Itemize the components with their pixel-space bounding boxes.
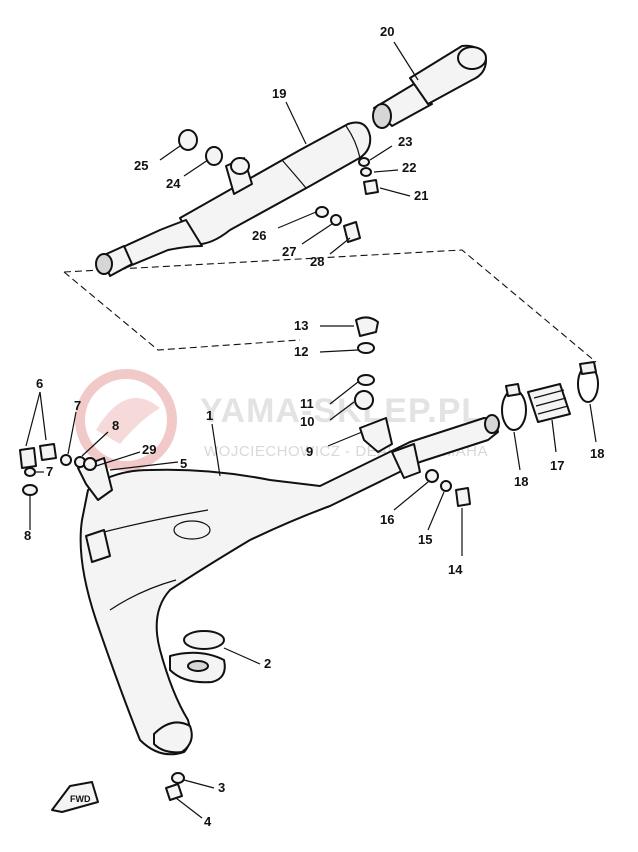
callout-11: 11 bbox=[300, 396, 314, 411]
callout-16: 16 bbox=[380, 512, 394, 527]
part-19-silencer bbox=[95, 121, 372, 277]
callout-8-lower: 8 bbox=[24, 528, 31, 543]
callout-8-upper: 8 bbox=[112, 418, 119, 433]
part-24-grommet bbox=[205, 146, 223, 166]
callout-9: 9 bbox=[306, 444, 313, 459]
part-23-washer bbox=[358, 157, 370, 167]
part-6-bolt-upper bbox=[39, 443, 57, 461]
part-28-bolt bbox=[343, 221, 361, 243]
callout-19: 19 bbox=[272, 86, 286, 101]
part-14-bolt bbox=[455, 487, 471, 507]
callout-1: 1 bbox=[206, 408, 213, 423]
fwd-marker: FWD bbox=[51, 781, 99, 813]
part-11-washer bbox=[357, 374, 375, 386]
part-29-collar bbox=[83, 457, 97, 471]
callout-2: 2 bbox=[264, 656, 271, 671]
callout-24: 24 bbox=[166, 176, 181, 191]
part-7-washer-upper bbox=[60, 454, 72, 466]
callout-5: 5 bbox=[180, 456, 187, 471]
callout-20: 20 bbox=[380, 24, 394, 39]
callout-22: 22 bbox=[402, 160, 416, 175]
callout-3: 3 bbox=[218, 780, 225, 795]
bracket-hardware-left bbox=[19, 443, 113, 501]
callout-25: 25 bbox=[134, 158, 148, 173]
part-25-collar bbox=[178, 129, 198, 151]
parts-3-4-nut-washer bbox=[165, 772, 185, 801]
part-21-bolt bbox=[363, 179, 379, 195]
part-2-gasket-flange bbox=[169, 630, 226, 684]
callout-17: 17 bbox=[550, 458, 564, 473]
bracket-hardware-right bbox=[354, 316, 471, 507]
part-1-hanger bbox=[391, 443, 421, 479]
joint-clamps bbox=[501, 361, 599, 431]
callout-27: 27 bbox=[282, 244, 296, 259]
fwd-label: FWD bbox=[70, 794, 91, 804]
part-9-bracket bbox=[359, 417, 393, 453]
part-16-grommet bbox=[425, 469, 439, 483]
callout-18-left: 18 bbox=[514, 474, 528, 489]
callout-21: 21 bbox=[414, 188, 428, 203]
part-22-washer bbox=[360, 167, 372, 177]
callout-4: 4 bbox=[204, 814, 212, 829]
callout-23: 23 bbox=[398, 134, 412, 149]
leader-lines bbox=[25, 41, 597, 819]
part-13-bolt bbox=[355, 316, 379, 337]
callout-labels: 1 2 3 4 5 6 7 7 8 8 9 10 11 12 13 14 15 … bbox=[24, 24, 604, 829]
part-12-washer bbox=[357, 342, 375, 354]
callout-15: 15 bbox=[418, 532, 432, 547]
callout-6: 6 bbox=[36, 376, 43, 391]
fwd-arrow-icon bbox=[51, 781, 99, 813]
callout-7-upper: 7 bbox=[74, 398, 81, 413]
part-6-bolt-lower bbox=[19, 447, 37, 469]
part-15-washer bbox=[440, 480, 452, 492]
part-10-grommet bbox=[354, 390, 374, 410]
watermark-logo-mark bbox=[96, 397, 160, 444]
muffler-group-outline bbox=[63, 249, 597, 363]
part-1-exhaust-pipe bbox=[79, 414, 500, 756]
callout-29: 29 bbox=[142, 442, 156, 457]
callout-13: 13 bbox=[294, 318, 308, 333]
part-27-washer bbox=[330, 214, 342, 226]
callout-28: 28 bbox=[310, 254, 324, 269]
part-8-grommet-lower bbox=[22, 484, 38, 496]
watermark-logo-icon bbox=[75, 369, 177, 471]
callout-26: 26 bbox=[252, 228, 266, 243]
part-26-washer bbox=[315, 206, 329, 218]
callout-14: 14 bbox=[448, 562, 463, 577]
callout-7-lower: 7 bbox=[46, 464, 53, 479]
callout-12: 12 bbox=[294, 344, 308, 359]
callout-18-right: 18 bbox=[590, 446, 604, 461]
part-20-tail-pipe bbox=[372, 44, 487, 129]
part-7-washer-lower bbox=[24, 467, 36, 477]
callout-10: 10 bbox=[300, 414, 314, 429]
muffler-hardware bbox=[178, 129, 379, 243]
